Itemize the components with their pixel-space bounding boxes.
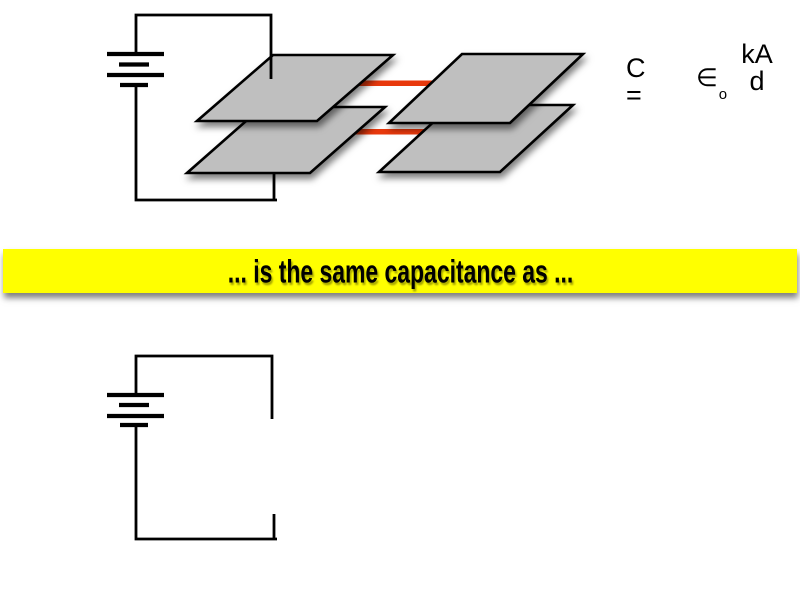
epsilon-symbol: ∈ <box>696 64 718 92</box>
caption-banner: ... is the same capacitance as ... <box>3 249 797 293</box>
circuit-wire-positive <box>134 354 274 419</box>
epsilon-subscript: o <box>718 86 728 103</box>
circuit-wire-negative <box>134 426 277 541</box>
capacitor-plate-left-bottom <box>183 105 389 175</box>
capacitor-plate-right-bottom <box>375 103 577 174</box>
epsilon-naught-symbol: ∈o <box>696 64 727 103</box>
fraction-numerator: kA <box>741 39 773 69</box>
fraction-denominator: d <box>749 66 765 96</box>
red-connector-top-plates <box>350 80 440 86</box>
caption-text: ... is the same capacitance as ... <box>227 252 573 290</box>
battery-icon <box>107 392 164 428</box>
capacitor-plate-right-top <box>385 52 587 125</box>
red-connector-bottom-plates <box>338 129 430 135</box>
battery-icon <box>107 51 164 88</box>
capacitor-plate-left-top <box>193 53 397 123</box>
circuit-wire-negative <box>134 86 277 202</box>
open-battery-circuit-diagram <box>107 354 277 541</box>
parallel-capacitors-circuit-diagram <box>107 13 587 202</box>
formula-lhs: C = <box>626 53 648 110</box>
formula-fraction: kA d <box>734 41 780 95</box>
circuit-wire-positive <box>134 13 273 79</box>
